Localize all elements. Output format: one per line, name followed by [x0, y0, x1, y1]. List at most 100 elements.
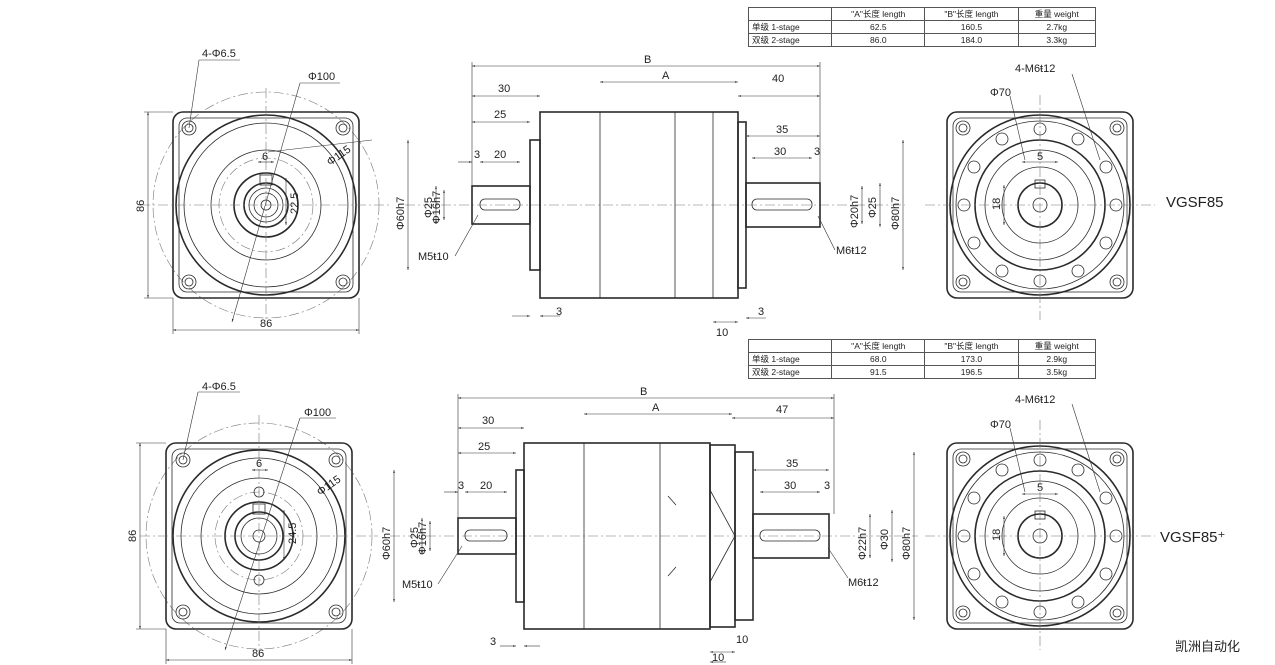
- side-view-bottom: B A 30 47 25 3 20 35 30 3 Φ60h7 Φ25 Φ16h…: [381, 386, 918, 664]
- dim-side-35-b: 35: [786, 458, 798, 470]
- table-header-cell: [747, 7, 833, 21]
- dim-front-bottom-b: 86: [252, 648, 264, 660]
- table-header-cell: 重量 weight: [1017, 7, 1096, 21]
- dim-side-35: 35: [776, 124, 788, 136]
- spec-table-top: "A"长度 length "B"长度 length 重量 weight 单级 1…: [747, 7, 1096, 47]
- table-header-cell: "B"长度 length: [924, 339, 1019, 353]
- table-header-cell: [747, 339, 833, 353]
- table-header-row: "A"长度 length "B"长度 length 重量 weight: [747, 7, 1096, 21]
- front-view-bottom: 4-Φ6.5 Φ100 Φ115 6 24.5 86 86: [127, 381, 378, 664]
- dim-side-B-b: B: [640, 386, 647, 398]
- table-cell: 双级 2-stage: [747, 365, 833, 379]
- table-cell: 91.5: [831, 365, 926, 379]
- dim-side-A: A: [662, 70, 670, 82]
- dim-side-phi60-b: Φ60h7: [381, 527, 393, 560]
- dim-side-25-b: 25: [478, 441, 490, 453]
- dim-rear-key-b: 5: [1037, 482, 1043, 494]
- table-cell: 173.0: [924, 352, 1019, 366]
- table-cell: 单级 1-stage: [747, 352, 833, 366]
- dim-side-B: B: [644, 54, 651, 66]
- dim-side-30: 30: [498, 83, 510, 95]
- table-header-cell: "B"长度 length: [924, 7, 1019, 21]
- dim-side-30b-b: 30: [784, 480, 796, 492]
- model-label-top: VGSF85: [1166, 194, 1224, 211]
- dim-front-outer-b: Φ115: [315, 474, 343, 499]
- dim-side-phi80: Φ80h7: [890, 197, 902, 230]
- dim-side-25: 25: [494, 109, 506, 121]
- dim-front-bottom: 86: [260, 318, 272, 330]
- dim-side-3a-b: 3: [458, 480, 464, 492]
- table-cell: 3.3kg: [1017, 33, 1096, 47]
- dim-side-phi60: Φ60h7: [395, 197, 407, 230]
- dim-side-m6-b: M6ŧ12: [848, 577, 879, 589]
- front-view-top: 4-Φ6.5 Φ100 Φ115 6 22.5 86 86: [135, 48, 392, 334]
- dim-side-10-b: 10: [736, 634, 748, 646]
- dim-side-phi22-b: Φ22h7: [857, 527, 869, 560]
- dim-rear-phi70: Φ70: [990, 87, 1011, 99]
- dim-side-phi25: Φ25: [423, 197, 435, 218]
- dim-front-pcd: Φ100: [308, 71, 335, 83]
- dim-front-key-b: 6: [256, 458, 262, 470]
- dim-front-side-b: 86: [127, 530, 139, 542]
- dim-side-3c: 3: [556, 306, 562, 318]
- dim-side-3d: 3: [758, 306, 764, 318]
- dim-front-key-h: 22.5: [289, 193, 301, 214]
- dim-side-phi16: Φ16h7: [431, 191, 443, 224]
- side-view-top: B A 30 40 25 3 20 35 30 3 Φ60h7 Φ25 Φ16h…: [395, 54, 905, 339]
- table-row: 双级 2-stage 91.5 196.5 3.5kg: [747, 365, 1096, 379]
- table-cell: 2.7kg: [1017, 20, 1096, 34]
- dim-front-key-h-b: 24.5: [287, 523, 299, 544]
- dim-side-3b-b: 3: [824, 480, 830, 492]
- rear-bolt-ring-bottom: [957, 453, 1123, 619]
- spec-table-bottom: "A"长度 length "B"长度 length 重量 weight 单级 1…: [747, 339, 1096, 379]
- dim-side-40: 40: [772, 73, 784, 85]
- dim-side-phi20: Φ20h7: [849, 195, 861, 228]
- dim-side-47-b: 47: [776, 404, 788, 416]
- table-cell: 双级 2-stage: [747, 33, 833, 47]
- dim-side-3a: 3: [474, 149, 480, 161]
- table-row: 单级 1-stage 68.0 173.0 2.9kg: [747, 352, 1096, 366]
- dim-side-20-b: 20: [480, 480, 492, 492]
- dim-side-A-b: A: [652, 402, 660, 414]
- table-row: 单级 1-stage 62.5 160.5 2.7kg: [747, 20, 1096, 34]
- table-cell: 86.0: [831, 33, 926, 47]
- model-label-bottom: VGSF85⁺: [1160, 529, 1226, 546]
- dim-side-3c-b: 3: [490, 636, 496, 648]
- table-header-cell: "A"长度 length: [831, 7, 926, 21]
- dim-side-10: 10: [716, 327, 728, 339]
- table-cell: 62.5: [831, 20, 926, 34]
- dim-side-m5-b: M5ŧ10: [402, 579, 433, 591]
- dim-side-10b-b: 10: [712, 652, 724, 664]
- dim-front-outer: Φ115: [325, 144, 353, 169]
- table-cell: 3.5kg: [1017, 365, 1096, 379]
- table-row: 双级 2-stage 86.0 184.0 3.3kg: [747, 33, 1096, 47]
- dim-side-phi25b: Φ25: [867, 197, 879, 218]
- rear-view-bottom: 4-M6ŧ12 Φ70 5 18: [925, 394, 1155, 650]
- watermark: 凯洲自动化: [1175, 640, 1241, 655]
- dim-rear-threads: 4-M6ŧ12: [1015, 63, 1055, 75]
- dim-rear-phi70-b: Φ70: [990, 419, 1011, 431]
- dim-front-pcd-b: Φ100: [304, 407, 331, 419]
- dim-front-holes: 4-Φ6.5: [202, 48, 236, 60]
- dim-side-phi25-b: Φ25: [409, 527, 421, 548]
- dim-rear-18-b: 18: [991, 529, 1003, 541]
- dim-side-30-b: 30: [482, 415, 494, 427]
- table-cell: 160.5: [924, 20, 1019, 34]
- table-cell: 68.0: [831, 352, 926, 366]
- dim-front-side: 86: [135, 200, 147, 212]
- rear-bolt-ring-top: [957, 122, 1123, 288]
- dim-rear-18: 18: [991, 198, 1003, 210]
- rear-view-top: 4-M6ŧ12 Φ70 5 18: [925, 63, 1155, 320]
- dim-side-20: 20: [494, 149, 506, 161]
- table-cell: 196.5: [924, 365, 1019, 379]
- dim-side-phi30-b: Φ30: [879, 529, 891, 550]
- dim-side-m5: M5ŧ10: [418, 251, 449, 263]
- dim-side-phi80-b: Φ80h7: [901, 527, 913, 560]
- table-header-cell: 重量 weight: [1017, 339, 1096, 353]
- table-cell: 184.0: [924, 33, 1019, 47]
- dim-rear-key: 5: [1037, 151, 1043, 163]
- table-header-cell: "A"长度 length: [831, 339, 926, 353]
- table-cell: 单级 1-stage: [747, 20, 833, 34]
- dim-side-phi16-b: Φ16h7: [417, 522, 429, 555]
